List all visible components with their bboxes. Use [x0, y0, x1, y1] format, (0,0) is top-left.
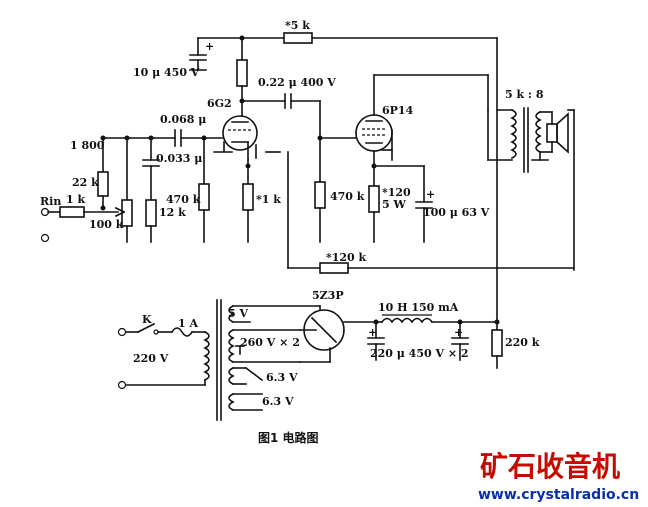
label-c-couple: 0.22 μ 400 V: [258, 76, 336, 89]
input-network: [40, 129, 223, 243]
cap-polarity-plus-2: +: [426, 188, 435, 201]
resistor-cathode-6g2: [242, 159, 254, 243]
label-rect: 5Z3P: [312, 289, 344, 302]
label-r-1800: 1 800: [70, 139, 105, 152]
label-r-fb1: *5 k: [285, 19, 310, 32]
tube-6g2: [213, 115, 281, 161]
label-tube2: 6P14: [382, 104, 414, 117]
label-c-100u: 100 μ 63 V: [423, 206, 490, 219]
tube-6p14: [319, 74, 489, 187]
label-r-12k: 12 k: [159, 206, 186, 219]
label-sec-5v: 5 V: [228, 307, 248, 320]
label-tube1: 6G2: [207, 97, 232, 110]
resistor-plate-6g2: [236, 37, 248, 117]
speaker-icon: [546, 109, 575, 271]
label-r-1k: 1 k: [66, 193, 85, 206]
feedback-loop: [287, 151, 575, 274]
label-mains: 220 V: [133, 352, 169, 365]
label-c-decoupling: 10 μ 450 V: [133, 66, 200, 79]
cap-polarity-plus: +: [205, 40, 214, 53]
label-r-fb2: *120 k: [326, 251, 367, 264]
resistor-grid-6p14: [314, 181, 326, 243]
filter-network: [367, 159, 503, 369]
watermark-url: www.crystalradio.cn: [478, 487, 639, 503]
label-r-100k: 100 k: [89, 218, 124, 231]
label-r-22k: 22 k: [72, 176, 99, 189]
label-r-470k-a: 470 k: [166, 193, 201, 206]
label-r-bleed: 220 k: [505, 336, 540, 349]
label-r-120: *120: [382, 186, 411, 199]
label-r-120-w: 5 W: [382, 198, 406, 211]
b-plus-rail: [189, 35, 498, 161]
mains-input: [117, 322, 206, 390]
label-c-033: 0.033 μ: [156, 152, 202, 165]
label-c-in: 0.068 μ: [160, 113, 206, 126]
label-rin: Rin: [40, 195, 61, 208]
label-sec-fil1: 6.3 V: [266, 371, 298, 384]
output-transformer: [487, 107, 553, 173]
label-transformer-ratio: 5 k : 8: [505, 88, 544, 101]
tube-5z3p: [299, 305, 377, 363]
cap-cathode-100u: [415, 165, 433, 243]
resistor-cathode-6p14: [368, 185, 380, 243]
label-r-470k-b: 470 k: [330, 190, 365, 203]
label-switch: K: [142, 313, 152, 326]
label-choke: 10 H 150 mA: [378, 301, 459, 314]
figure-caption: 图1 电路图: [258, 430, 319, 445]
label-c-filter: 220 μ 450 V × 2: [370, 347, 469, 360]
label-sec-hv: 260 V × 2: [240, 336, 300, 349]
cap-polarity-plus-4: +: [454, 326, 463, 339]
resistor-fb-5k: [283, 32, 313, 44]
label-fuse: 1 A: [178, 317, 198, 330]
watermark-brand: 矿石收音机: [480, 450, 620, 483]
label-r-k1: *1 k: [256, 193, 281, 206]
label-sec-fil2: 6.3 V: [262, 395, 294, 408]
power-transformer: [203, 299, 321, 421]
cap-coupling-022: [241, 93, 323, 183]
cap-polarity-plus-3: +: [368, 326, 377, 339]
